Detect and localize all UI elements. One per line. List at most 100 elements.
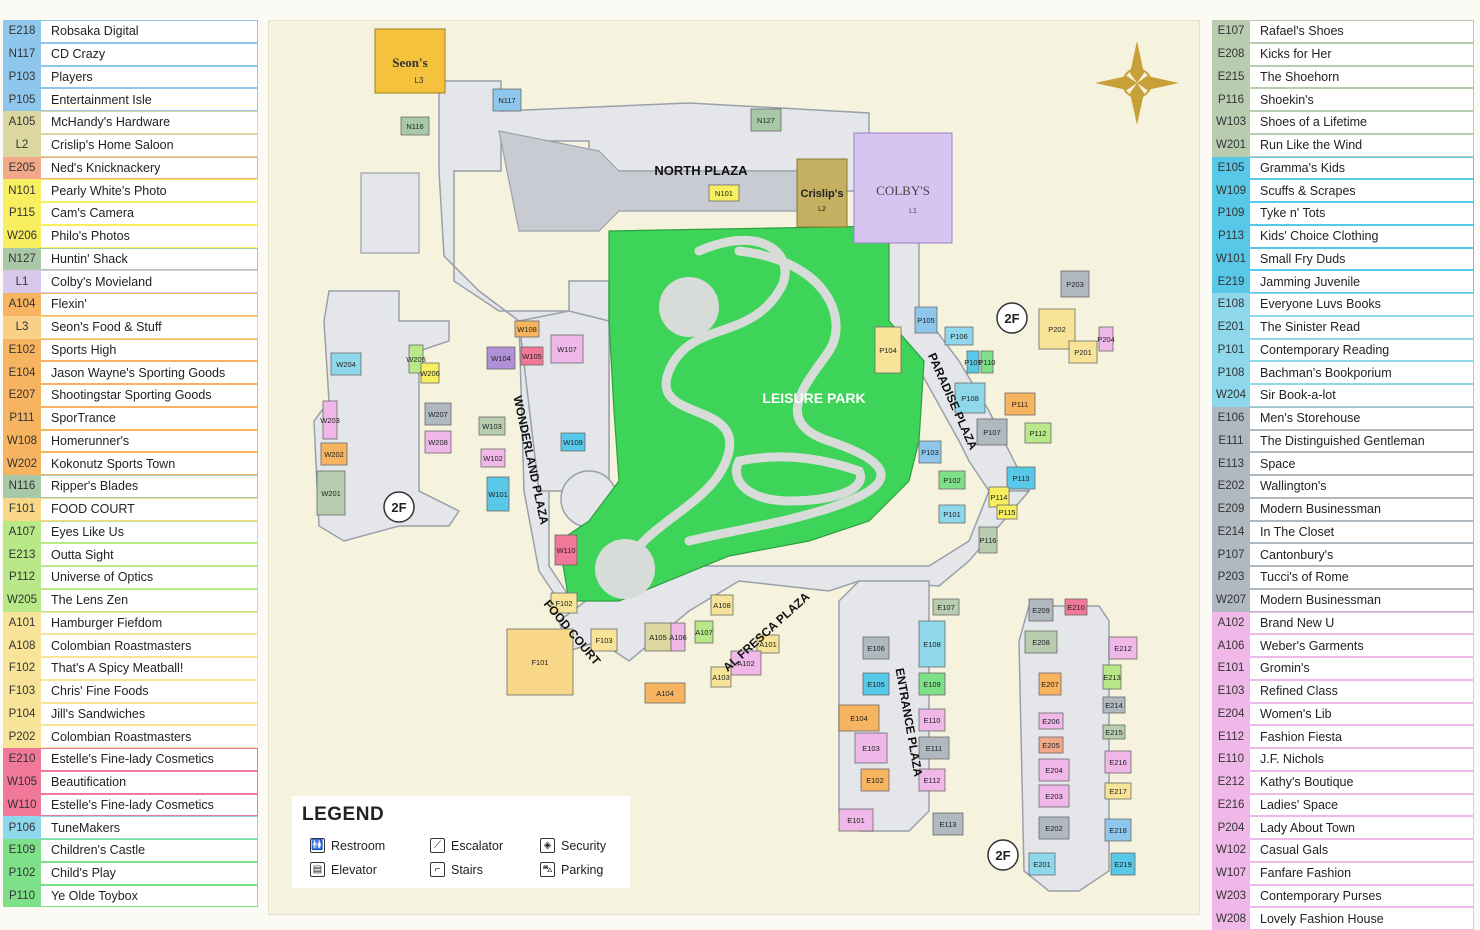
store-unit[interactable]: W204 xyxy=(330,352,362,376)
store-unit[interactable]: W205 xyxy=(406,344,426,374)
store-unit[interactable]: W103 xyxy=(478,416,506,436)
store-unit[interactable]: E203 xyxy=(1038,784,1070,808)
store-unit[interactable]: E110 xyxy=(918,708,946,732)
store-unit[interactable]: A106 xyxy=(669,622,687,652)
store-unit[interactable]: P112 xyxy=(1024,422,1052,444)
store-unit[interactable]: E108 xyxy=(918,620,946,668)
store-unit[interactable]: E112 xyxy=(918,768,946,792)
store-unit[interactable]: A102 xyxy=(730,650,762,676)
store-unit[interactable]: A105 xyxy=(644,622,672,652)
store-unit[interactable]: P110 xyxy=(979,350,996,374)
store-unit[interactable]: P108 xyxy=(954,382,986,414)
store-unit[interactable]: A103 xyxy=(710,666,732,688)
store-unit[interactable]: E209 xyxy=(1028,598,1054,622)
store-unit[interactable]: P106 xyxy=(944,326,974,346)
store-unit[interactable]: N117 xyxy=(492,88,522,112)
store-unit[interactable]: E102 xyxy=(860,768,890,792)
store-unit[interactable]: E106 xyxy=(862,636,890,660)
store-unit[interactable]: E107 xyxy=(932,598,960,616)
store-unit[interactable]: E214 xyxy=(1102,696,1126,714)
store-unit[interactable]: E101 xyxy=(838,808,874,832)
store-unit[interactable]: F101 xyxy=(506,628,574,696)
store-unit[interactable]: P102 xyxy=(938,470,966,490)
store-unit[interactable]: W108 xyxy=(514,320,540,338)
store-unit[interactable]: E104 xyxy=(838,704,880,732)
store-unit[interactable]: P204 xyxy=(1097,326,1115,352)
store-unit[interactable]: W101 xyxy=(486,476,510,512)
store-unit[interactable]: P105 xyxy=(914,306,938,334)
store-unit[interactable]: P116 xyxy=(978,526,998,554)
leisure-park[interactable] xyxy=(558,225,925,602)
store-unit[interactable]: W208 xyxy=(424,430,452,454)
store-unit[interactable]: W109 xyxy=(560,432,586,452)
store-unit[interactable]: E113 xyxy=(932,812,964,836)
store-unit[interactable]: E212 xyxy=(1108,636,1138,660)
store-unit[interactable]: W206 xyxy=(420,362,440,384)
store-unit[interactable]: E109 xyxy=(918,672,946,696)
store-unit[interactable]: P101 xyxy=(938,504,966,524)
store-unit[interactable]: E205 xyxy=(1038,736,1064,754)
store-unit[interactable]: P201 xyxy=(1068,340,1098,364)
store-unit[interactable]: E111 xyxy=(918,736,950,760)
store-unit[interactable]: E206 xyxy=(1038,712,1064,730)
store-unit[interactable]: P109 xyxy=(964,350,982,374)
store-unit[interactable]: E216 xyxy=(1104,750,1132,774)
store-unit[interactable]: E202 xyxy=(1038,816,1070,840)
